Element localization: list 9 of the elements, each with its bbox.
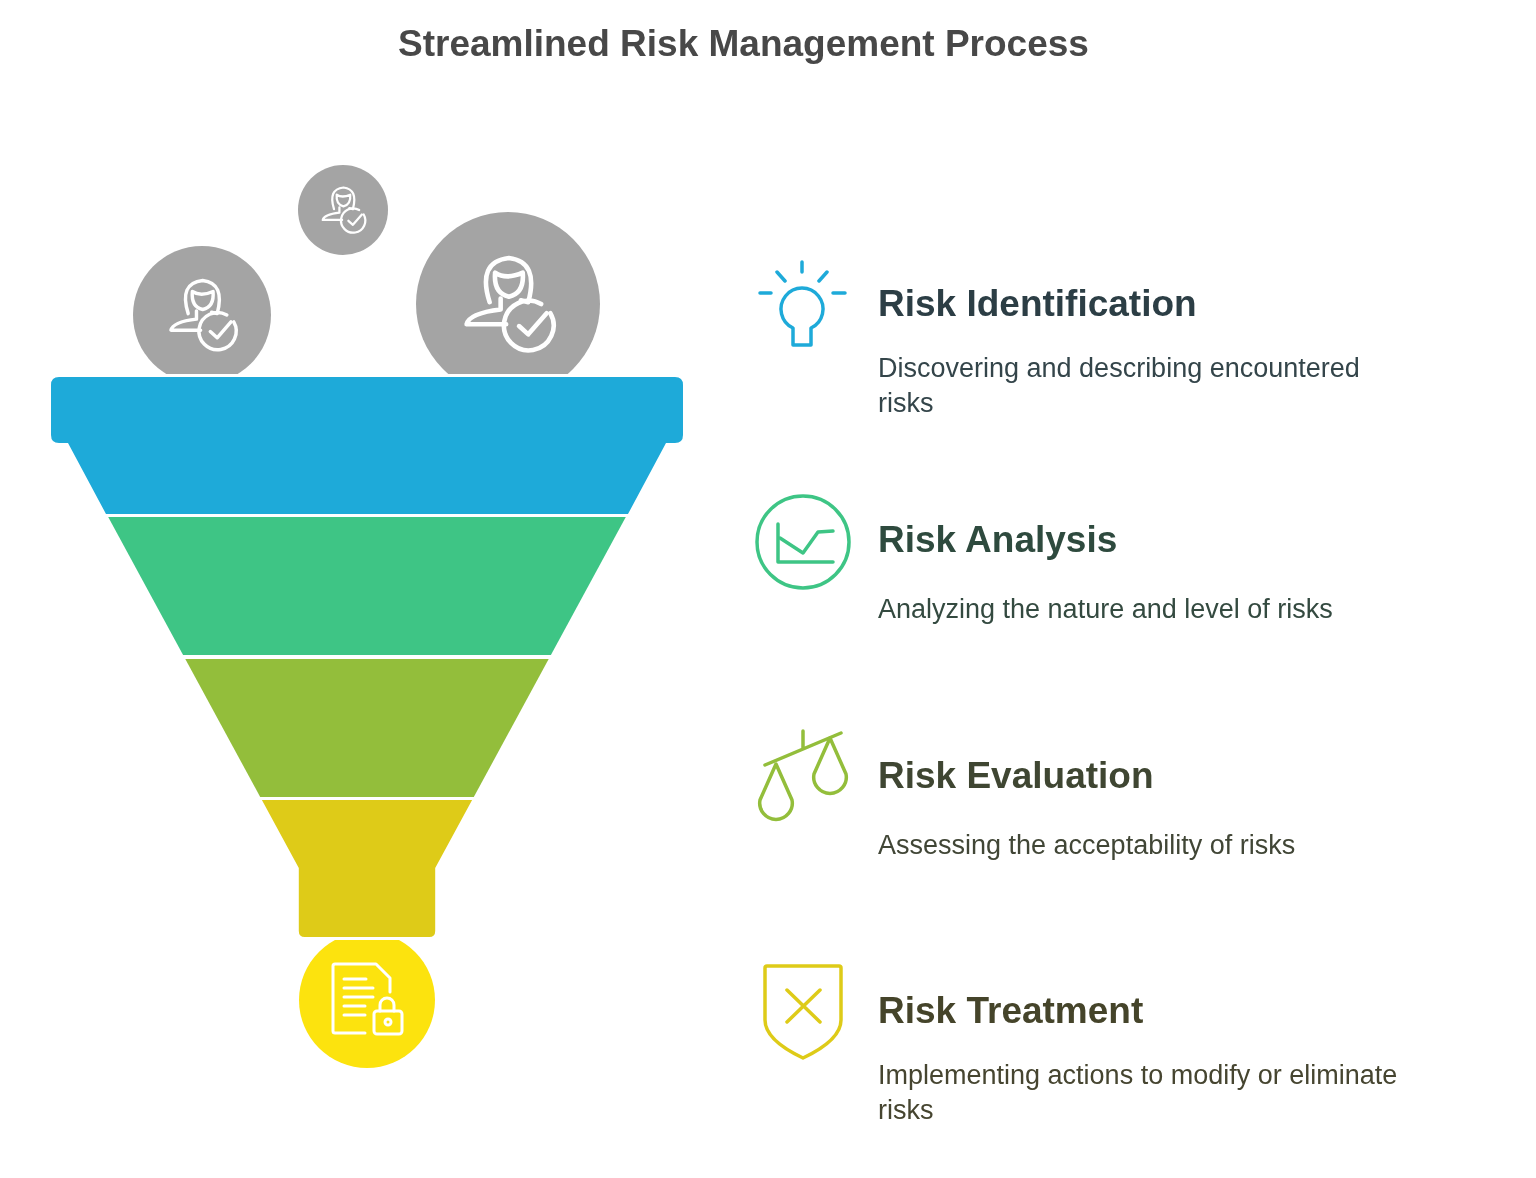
step-heading: Risk Treatment bbox=[878, 989, 1144, 1033]
diagram-title: Streamlined Risk Management Process bbox=[398, 22, 1089, 66]
step-description: Implementing actions to modify or eliminate risks bbox=[878, 1059, 1399, 1127]
step-description: Analyzing the nature and level of risks bbox=[878, 593, 1334, 626]
step-heading: Risk Identification bbox=[878, 282, 1197, 326]
step-heading: Risk Evaluation bbox=[878, 754, 1154, 798]
step-description: Discovering and describing encountered risks bbox=[878, 352, 1361, 420]
step-heading: Risk Analysis bbox=[878, 518, 1118, 562]
step-description: Assessing the acceptability of risks bbox=[878, 829, 1297, 862]
